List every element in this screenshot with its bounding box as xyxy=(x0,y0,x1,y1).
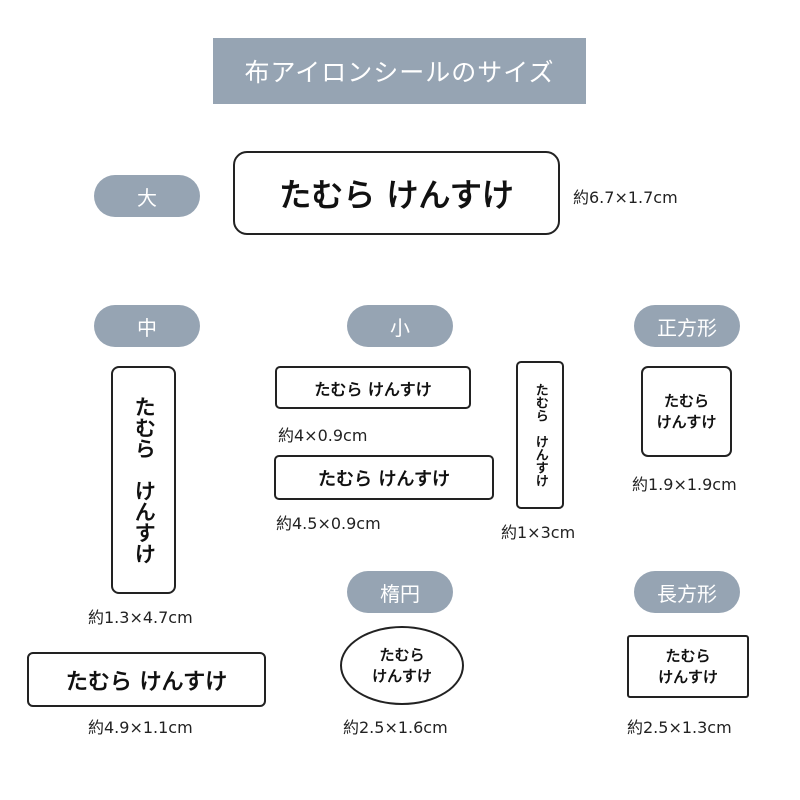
sticker-oval: たむら けんすけ xyxy=(340,626,464,705)
sticker-square: たむら けんすけ xyxy=(641,366,732,457)
sticker-square-line2: けんすけ xyxy=(656,412,717,431)
sticker-rectangle-line1: たむら xyxy=(665,647,711,666)
size-label-oval: 約2.5×1.6cm xyxy=(343,718,448,737)
category-label-rectangle: 長方形 xyxy=(634,571,740,613)
sticker-medium-vertical: たむら けんすけ xyxy=(111,366,176,594)
page-title: 布アイロンシールのサイズ xyxy=(213,38,586,104)
sticker-medium-horizontal: たむら けんすけ xyxy=(27,652,266,707)
size-label-small-b: 約4.5×0.9cm xyxy=(276,514,381,533)
sticker-small-b: たむら けんすけ xyxy=(274,455,494,500)
sticker-medium-vertical-line2: けんすけ xyxy=(132,480,157,564)
size-label-small-a: 約4×0.9cm xyxy=(278,426,368,445)
sticker-large: たむら けんすけ xyxy=(233,151,560,235)
sticker-small-vertical-line2: けんすけ xyxy=(532,435,548,487)
sticker-oval-line2: けんすけ xyxy=(372,666,432,685)
size-label-rectangle: 約2.5×1.3cm xyxy=(627,718,732,737)
sticker-square-line1: たむら xyxy=(663,392,709,411)
category-label-oval: 楕円 xyxy=(347,571,453,613)
sticker-small-vertical-line1: たむら xyxy=(532,383,548,422)
sticker-medium-vertical-line1: たむら xyxy=(132,396,157,459)
category-label-medium: 中 xyxy=(94,305,200,347)
sticker-rectangle-line2: けんすけ xyxy=(658,667,718,686)
size-label-large: 約6.7×1.7cm xyxy=(573,188,678,207)
category-label-large: 大 xyxy=(94,175,200,217)
category-label-square: 正方形 xyxy=(634,305,740,347)
sticker-small-vertical-text: たむら けんすけ xyxy=(530,383,550,487)
sticker-small-a: たむら けんすけ xyxy=(275,366,471,409)
category-label-small: 小 xyxy=(347,305,453,347)
size-label-small-vertical: 約1×3cm xyxy=(501,523,576,542)
sticker-small-vertical: たむら けんすけ xyxy=(516,361,564,509)
size-label-medium-horizontal: 約4.9×1.1cm xyxy=(88,718,193,737)
sticker-oval-line1: たむら xyxy=(379,646,425,665)
size-label-medium-vertical: 約1.3×4.7cm xyxy=(88,608,193,627)
size-label-square: 約1.9×1.9cm xyxy=(632,475,737,494)
sticker-rectangle: たむら けんすけ xyxy=(627,635,749,698)
sticker-medium-vertical-text: たむら けんすけ xyxy=(128,396,160,564)
